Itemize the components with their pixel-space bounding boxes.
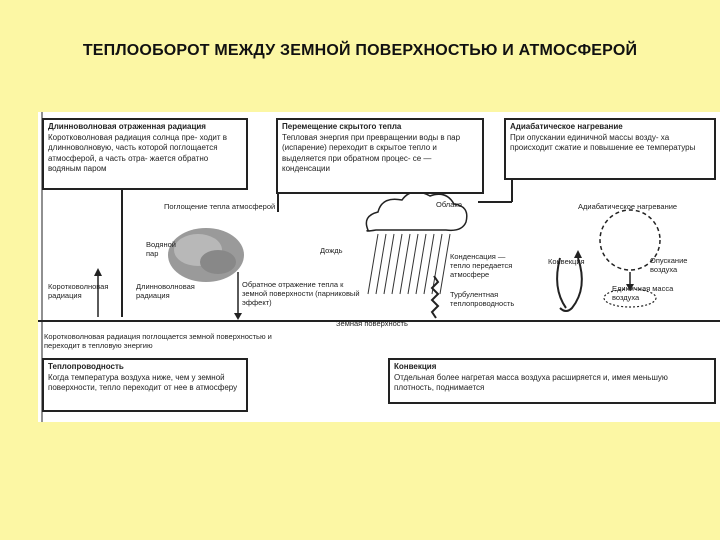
absorbed-label: Поглощение тепла атмосферой (164, 202, 275, 211)
unit-mass-label: Единичная масса воздуха (612, 284, 688, 302)
adiabatic-text: При опускании единичной массы возду- ха … (510, 133, 695, 153)
rain-label: Дождь (320, 246, 343, 255)
cloud-label: Облако (436, 200, 462, 209)
latent-text: Тепловая энергия при превращении воды в … (282, 133, 460, 174)
rain-lines (368, 234, 450, 294)
convection-box: Конвекция Отдельная более нагретая масса… (388, 358, 716, 404)
turbulent-zigzag (432, 276, 438, 318)
slide-title: ТЕПЛООБОРОТ МЕЖДУ ЗЕМНОЙ ПОВЕРХНОСТЬЮ И … (0, 42, 720, 60)
shortwave-label: Коротковолновая радиация (48, 282, 112, 300)
heat-exchange-diagram: Длинноволновая отраженная радиация Корот… (38, 112, 720, 422)
absorbed-surface-label: Коротковолновая радиация поглощается зем… (44, 332, 274, 350)
convection-text: Отдельная более нагретая масса воздуха р… (394, 373, 668, 393)
adiabatic-box: Адиабатическое нагревание При опускании … (504, 118, 716, 180)
condensation-label: Конденсация — тепло передается атмосфере (450, 252, 526, 279)
latent-heading: Перемещение скрытого тепла (282, 122, 478, 133)
greenhouse-label: Обратное отражение тепла к земной поверх… (242, 280, 370, 307)
longwave-radiation-box: Длинноволновая отраженная радиация Корот… (42, 118, 248, 190)
convection-heading: Конвекция (394, 362, 710, 373)
adiabatic-small-label: Адиабатическое нагревание (578, 202, 677, 211)
conduction-text: Когда температура воздуха ниже, чем у зе… (48, 373, 237, 393)
adiabatic-heading: Адиабатическое нагревание (510, 122, 710, 133)
sinking-label: Опускание воздуха (650, 256, 710, 274)
convection-small-label: Конвекция (548, 257, 585, 266)
turbulent-label: Турбулентная теплопроводность (450, 290, 530, 308)
longwave-text: Коротковолновая радиация солнца пре- ход… (48, 133, 227, 174)
conduction-heading: Теплопроводность (48, 362, 242, 373)
surface-label: Земная поверхность (336, 319, 408, 328)
latent-heat-box: Перемещение скрытого тепла Тепловая энер… (276, 118, 484, 194)
conduction-box: Теплопроводность Когда температура возду… (42, 358, 248, 412)
longwave-small-label: Длинноволновая радиация (136, 282, 216, 300)
vapor-label: Водяной пар (146, 240, 184, 258)
longwave-heading: Длинноволновая отраженная радиация (48, 122, 242, 133)
cloud-shape (366, 192, 466, 231)
